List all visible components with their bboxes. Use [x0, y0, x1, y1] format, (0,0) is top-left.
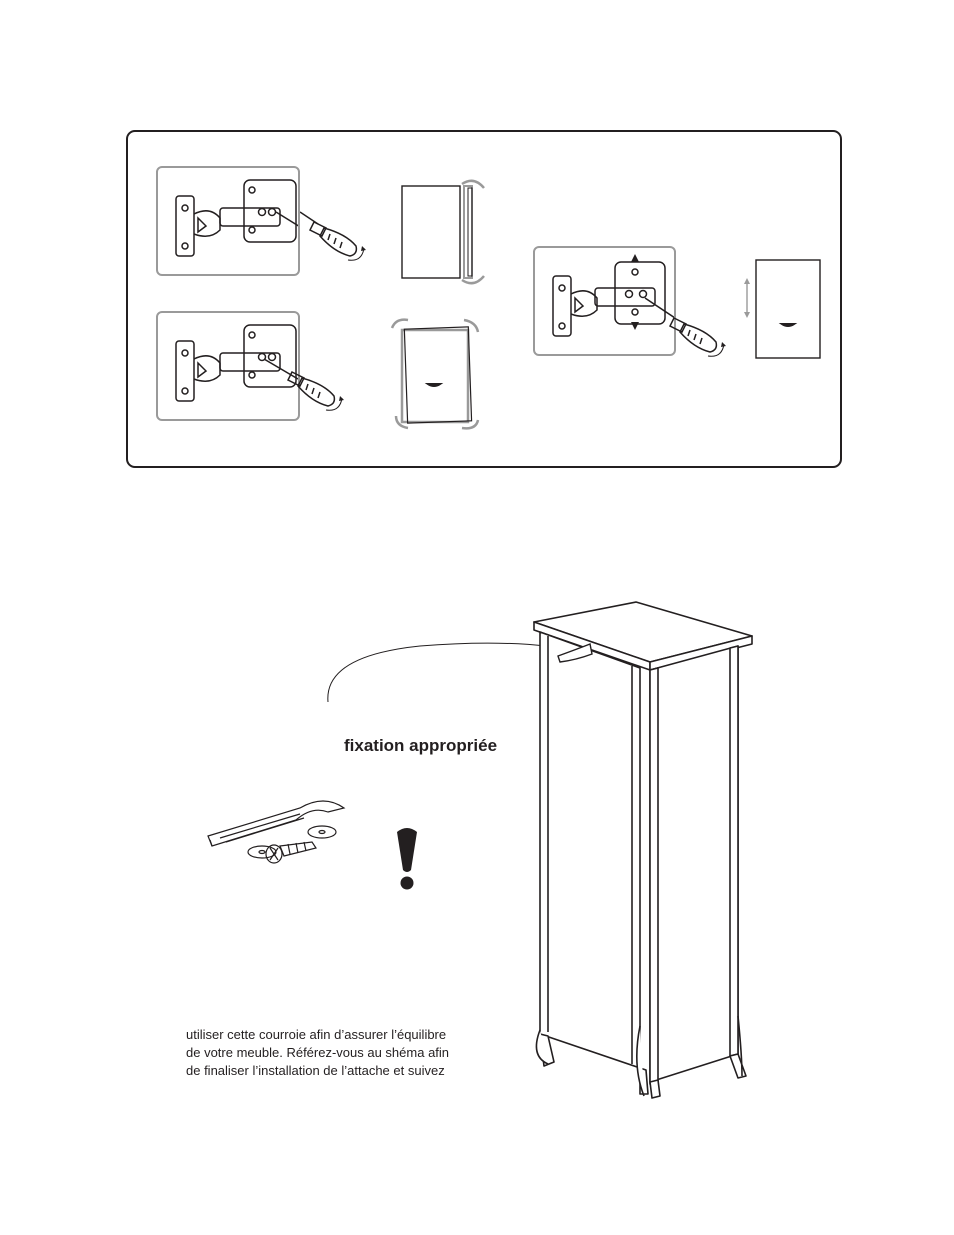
- hinge-depth-adjust-panel: [156, 166, 300, 276]
- exclamation-icon: [394, 826, 420, 892]
- door-depth-result-icon: [398, 178, 490, 286]
- cabinet-icon: [520, 596, 760, 1100]
- screwdriver-icon: [278, 366, 348, 426]
- instruction-line: de votre meuble. Référez-vous au shéma a…: [186, 1044, 476, 1062]
- strap-instructions: utiliser cette courroie afin d’assurer l…: [186, 1026, 476, 1080]
- hinge-height-adjust-icon: [535, 248, 674, 354]
- screwdriver-icon: [666, 312, 728, 362]
- strap-heading: fixation appropriée: [344, 736, 497, 756]
- door-tilt-result-icon: [388, 316, 484, 434]
- hinge-side-adjust-icon: [158, 313, 298, 419]
- instruction-line: de finaliser l’installation de l’attache…: [186, 1062, 476, 1080]
- hinge-height-adjust-panel: [533, 246, 676, 356]
- door-height-result-icon: [740, 256, 826, 362]
- hinge-depth-adjust-icon: [158, 168, 298, 274]
- instruction-line: utiliser cette courroie afin d’assurer l…: [186, 1026, 476, 1044]
- screwdriver-icon: [300, 206, 370, 266]
- anti-tip-strap-kit-icon: [200, 786, 350, 886]
